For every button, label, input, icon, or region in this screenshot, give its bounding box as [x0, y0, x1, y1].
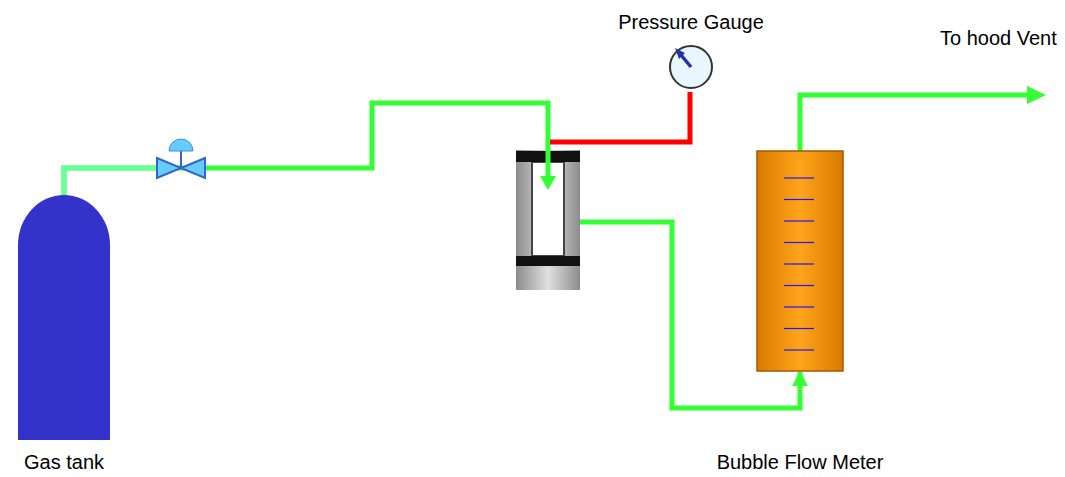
meter-node: Bubble Flow Meter — [717, 150, 884, 474]
outlet-label: To hood Vent — [940, 26, 1057, 50]
gauge-dial — [670, 46, 712, 88]
permeation-cell — [516, 150, 580, 290]
gas-cylinder — [18, 195, 110, 440]
node-label: Gas tank — [24, 450, 104, 474]
gauge-shape — [667, 43, 715, 91]
inlet-pipe — [64, 168, 157, 196]
tank-node: Gas tank — [18, 195, 110, 474]
node-label: Pressure Gauge — [618, 10, 764, 34]
gauge-node: Pressure Gauge — [618, 10, 764, 91]
vent-line — [800, 86, 1046, 152]
meter-shape — [756, 150, 844, 372]
pressure-line — [550, 92, 690, 142]
regulator-valve — [157, 139, 205, 178]
gas-pipe — [64, 103, 800, 408]
tank-shape — [18, 195, 110, 440]
graduated-tube — [757, 151, 843, 371]
node-label: Bubble Flow Meter — [717, 450, 884, 474]
